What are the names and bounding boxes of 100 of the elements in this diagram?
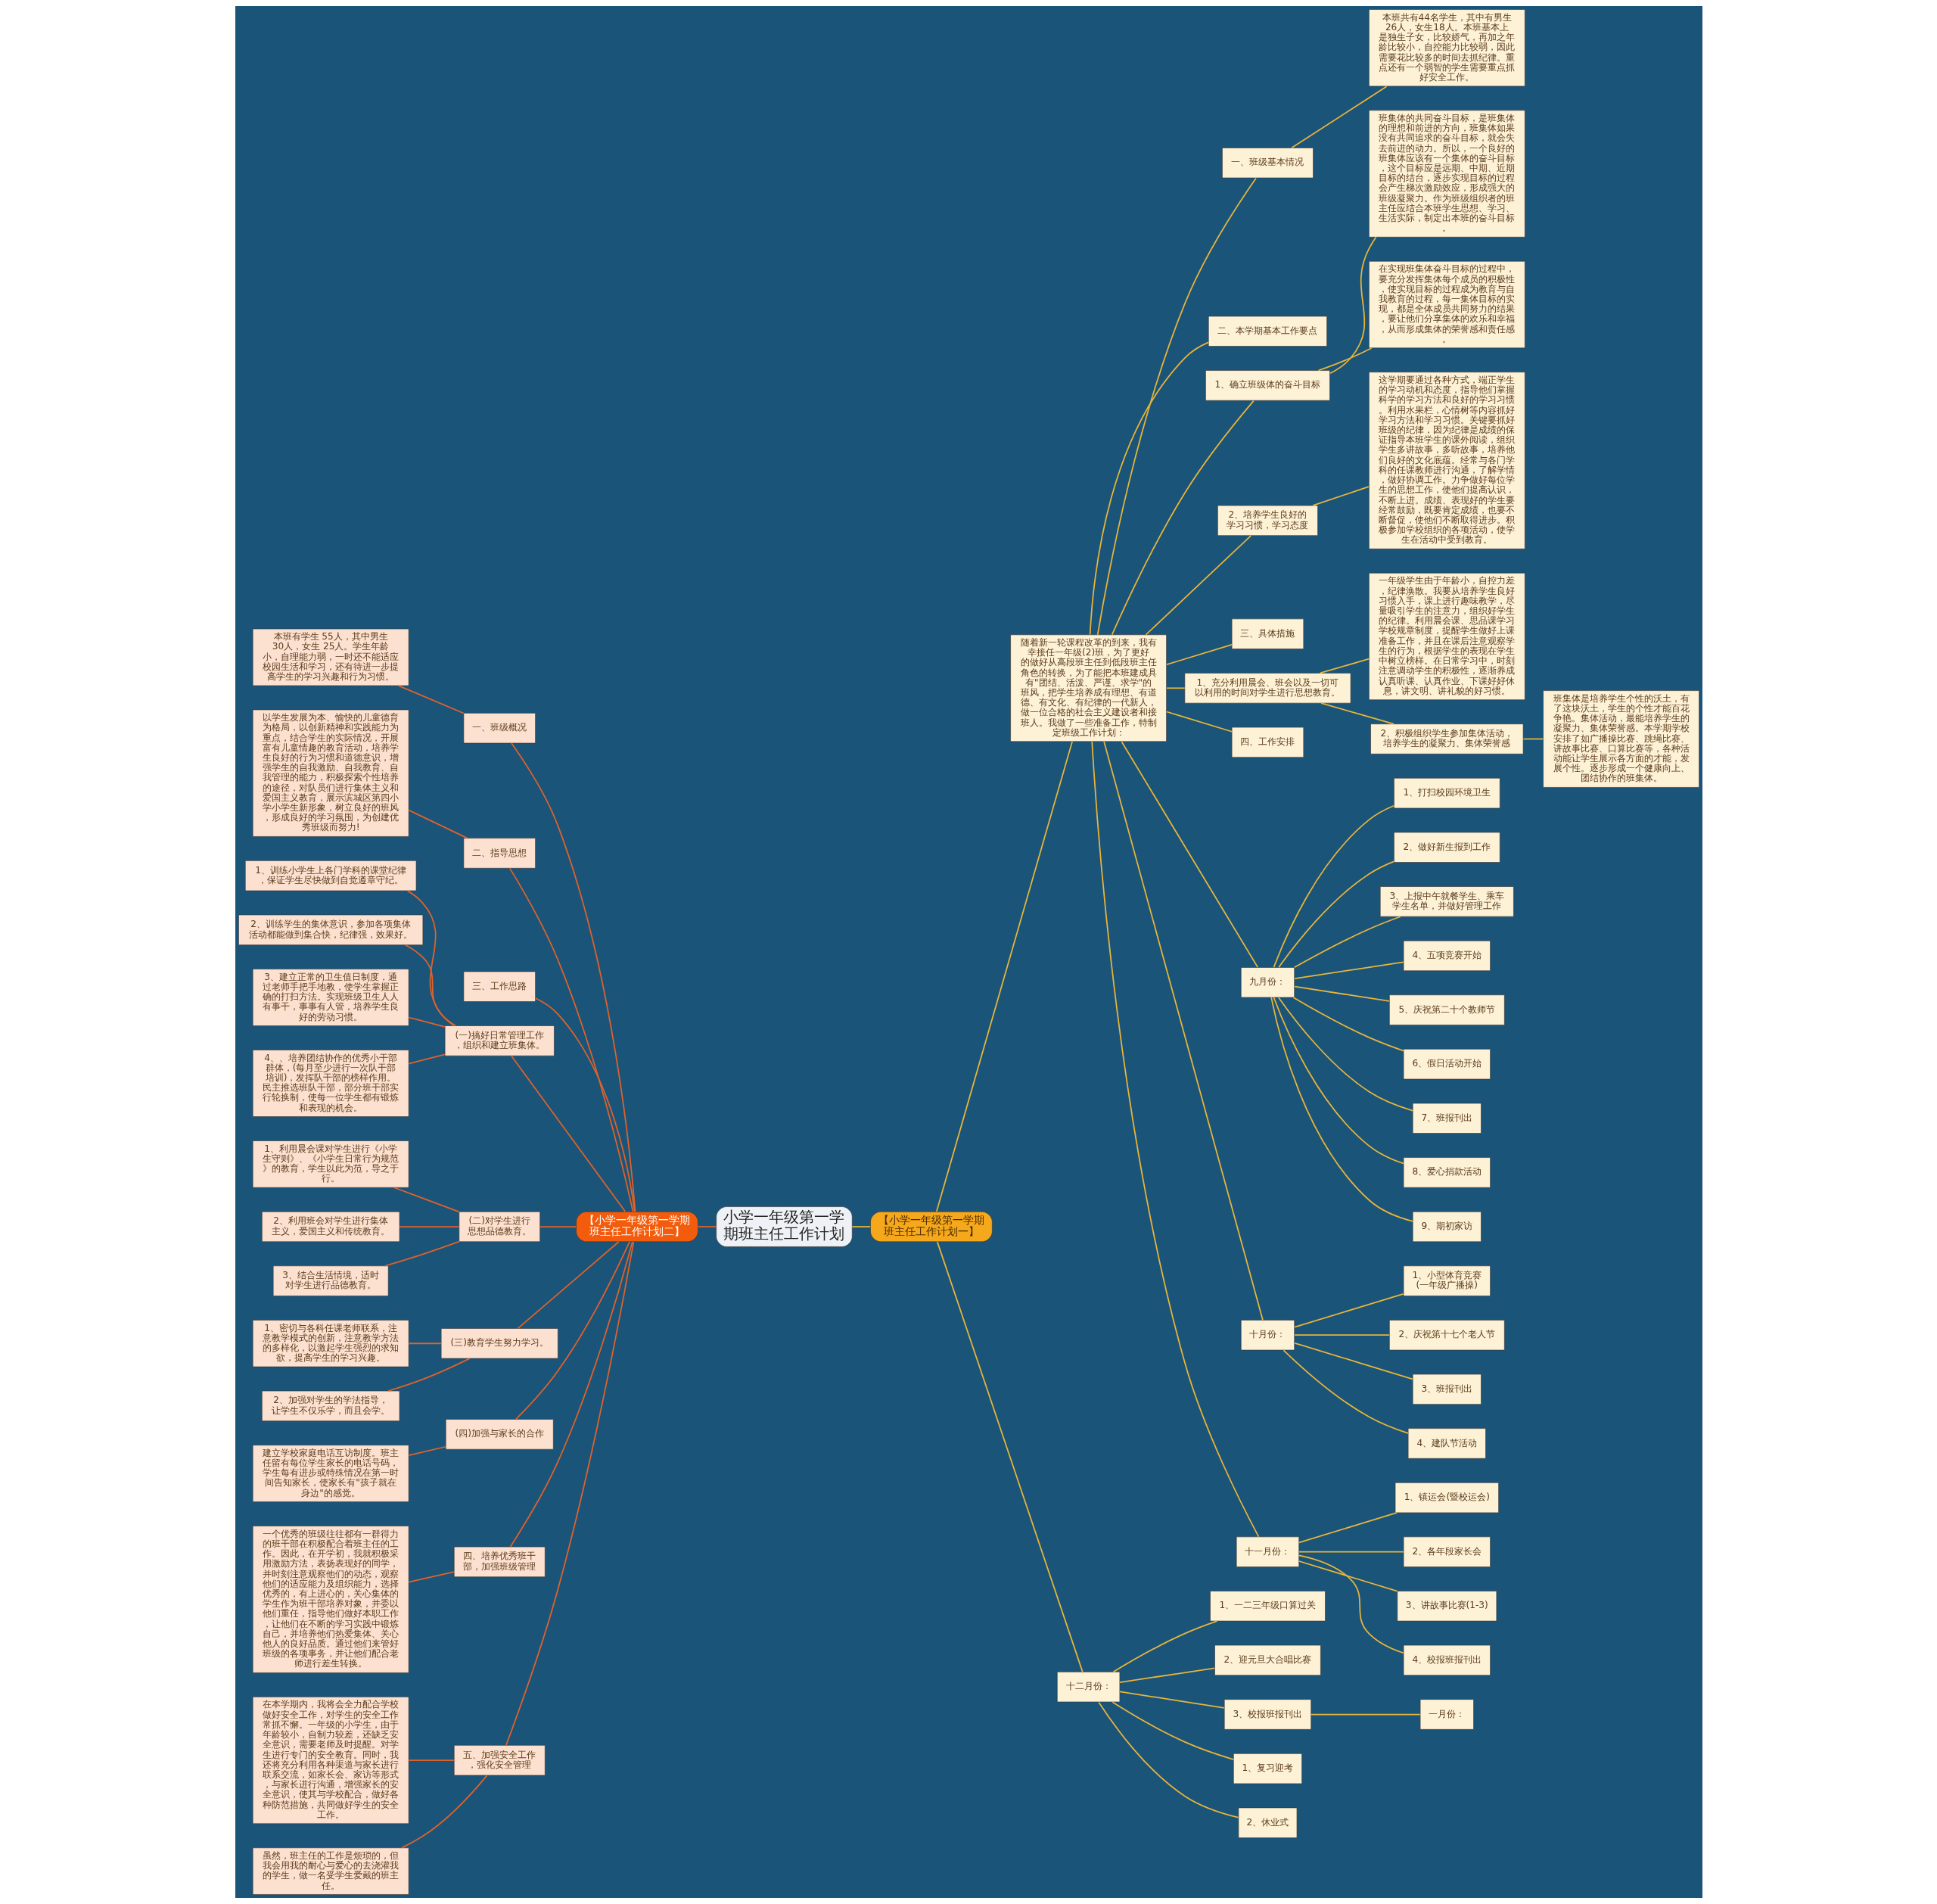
node-box: 三、具体措施 — [1231, 618, 1304, 649]
connector — [517, 1241, 619, 1330]
node-box: 1、一二三年级口算过关 — [1209, 1591, 1326, 1622]
connector — [1293, 916, 1401, 969]
node-box: (三)教育学生努力学习。 — [440, 1328, 558, 1359]
node-box: 4、校报班报刊出 — [1403, 1644, 1491, 1676]
node-box: 2、利用班会对学生进行集体主义，爱国主义和传统教育。 — [261, 1211, 400, 1243]
connector — [1293, 1342, 1413, 1380]
node-box: 在本学期内，我将会全力配合学校做好安全工作，对学生的安全工作常抓不懈。一年级的小学生，由于年龄较小，自制力较差，还缺乏安全意识，需要老师及时提醒。对学生进行专门的安全教育。同时，我还将充分利用各种渠道与家长进行联系交流，如家长会、家访等形式，与家长进行沟通，增强家长的安全意识，使其与学校配合，做好各种防范措施，共同做好学生的安全工作。 — [252, 1697, 409, 1825]
connector — [1319, 658, 1370, 674]
connector — [1118, 1691, 1225, 1709]
node-box: (一)搞好日常管理工作，组织和建立班集体。 — [444, 1025, 555, 1056]
node-box: 8、爱心捐款活动 — [1403, 1157, 1491, 1188]
node-box: 一个优秀的班级往往都有一群得力的班干部在积极配合着班主任的工作。因此，在开学初，我就积极采用激励方法，表扬表现好的同学，并时刻注意观察他们的动态，观察他们的适应能力及组织能力，选择优秀的，有上进心的，关心集体的学生作为班干部培养对象，并委以他们重任，指导他们做好本职工作，让他们在不断的学习实践中锻炼自己，并培养他们热爱集体、关心他人的良好品质。通过他们来管好班级的各项事务，并让他们配合老师进行差生转换。 — [252, 1526, 409, 1673]
connector — [1283, 1349, 1409, 1434]
node-box: 随着新一轮课程改革的到来，我有幸接任一年级(2)班，为了更好的做好从高段班主任到低段班主任角色的转换，为了能把本班建成具有"团结、活泼、严谨、求学"的班风，把学生培养成有理想、有道德、有文化、有纪律的一代新人，做一位合格的社会主义建设者和接班人。我做了一些准备工作，特制定班级工作计划： — [1009, 634, 1167, 742]
connector — [1293, 985, 1390, 1002]
connector — [407, 1445, 446, 1457]
node-box: 四、工作安排 — [1231, 726, 1304, 758]
node-box: 1、密切与各科任课老师联系，注意教学模式的创新，注意教学方法的多样化，以激起学生强烈的求知欲，提高学生的学习兴趣。 — [252, 1320, 409, 1367]
connector — [407, 809, 468, 839]
node-box: 班集体的共同奋斗目标，是班集体的理想和前进的方向，班集体如果没有共同追求的奋斗目标，就会失去前进的动力。所以，一个良好的班集体应该有一个集体的奋斗目标，这个目标应是远期、中期、近期目标的结台，逐步实现目标的过程会产生梯次激励效应，形成强大的班级凝聚力。作为班级组织者的班主任应结合本班学生思想、学习、生活实际，制定出本班的奋斗目标。 — [1368, 110, 1525, 238]
node-box: 6、假日活动开始 — [1403, 1049, 1491, 1080]
node-box: 班集体是培养学生个性的沃土，有了这块沃土，学生的个性才能百花争艳。集体活动，最能培养学生的凝聚力、集体荣誉感。本学期学校安排了如广播操比赛、跳绳比赛、讲故事比赛、口算比赛等，各种活动能让学生展示各方面的才能，发展个性。逐步形成一个健康向上、团结协作的班集体。 — [1542, 690, 1699, 788]
connector — [1312, 486, 1370, 506]
node-box: 一月份： — [1419, 1699, 1474, 1730]
connector — [407, 1053, 446, 1065]
node-box: 2、培养学生良好的学习习惯，学习态度 — [1217, 505, 1318, 537]
connector — [387, 1358, 471, 1392]
node-box: 四、培养优秀班干部，加强班级管理 — [453, 1546, 546, 1578]
node-box: 3、班报刊出 — [1412, 1374, 1482, 1405]
connector — [1277, 860, 1394, 969]
node-box: 1、打扫校园环境卫生 — [1393, 777, 1500, 809]
connector — [1096, 177, 1257, 636]
connector — [509, 1241, 633, 1548]
connector — [407, 1571, 455, 1583]
connector — [1121, 741, 1258, 968]
connector — [510, 1055, 626, 1212]
connector — [1293, 1293, 1404, 1328]
connector — [1317, 347, 1372, 372]
connector — [1097, 1701, 1239, 1818]
connector — [1165, 687, 1186, 689]
connector — [1118, 1667, 1215, 1683]
node-box: 3、上报中午就餐学生、乘车学生名单，并做好管理工作 — [1379, 886, 1514, 917]
connector — [935, 741, 1073, 1212]
node-box: 二、本学期基本工作要点 — [1208, 316, 1327, 347]
connector — [1090, 741, 1259, 1538]
node-box: 小学一年级第一学期班主任工作计划 — [715, 1206, 853, 1247]
connector — [1293, 961, 1404, 979]
connector — [1310, 1713, 1421, 1716]
node-box: 【小学一年级第一学期班主任工作计划一】 — [869, 1211, 993, 1243]
connector — [539, 1226, 577, 1227]
connector — [515, 1240, 630, 1420]
node-box: 一年级学生由于年龄小，自控力差，纪律涣散。我要从培养学生良好习惯入手，课上进行趣味教学，尽量吸引学生的注意力，组织好学生的纪律。利用晨会课、思品课学习学校规章制度，提醒学生做好上课准备工作，并且在课后注意观察学生的行为，根据学生的表现在学生中树立榜样。在日常学习中，时刻注意调动学生的积极性，逐渐养成认真听课、认真作业、下课好好休息，讲文明、讲礼貌的好习惯。 — [1368, 572, 1525, 701]
node-box: 一、班级概况 — [463, 713, 536, 744]
connector — [851, 1226, 871, 1227]
connector — [1290, 86, 1387, 149]
connector — [1277, 997, 1413, 1112]
node-box: 十二月份： — [1056, 1672, 1120, 1703]
node-box: 2、做好新生报到工作 — [1393, 832, 1500, 863]
connector — [1298, 1551, 1404, 1553]
connector — [393, 1187, 460, 1213]
connector — [1273, 804, 1394, 969]
node-box: 这学期要通过各种方式，端正学生的学习动机和态度，指导他们掌握科学的学习方法和良好的学习习惯。利用水果栏，心情树等内容抓好学习方法和学习习惯。关键要抓好班级的纪律，因为纪律是成绩的保证指导本班学生的课外阅读，组织学生多讲故事，多听故事，培养他们良好的文化底蕴。经常与各门学科的任课教师进行沟通，了解学情，做好协调工作。力争做好每位学生的思想工作，使他们提高认识，不断上进。成绩、表现好的学生要经常鼓励，既要肯定成绩，也要不断督促，使他们不断取得进步。积极参加学校组织的各项活动，使学生在活动中受到教育。 — [1368, 372, 1525, 549]
node-box: 一、班级基本情况 — [1221, 148, 1314, 179]
connector — [406, 890, 455, 1027]
connector — [936, 1241, 1084, 1672]
node-box: 1、充分利用晨会、班会以及一切可以利用的时间对学生进行思想教育。 — [1184, 673, 1351, 704]
node-box: 2、休业式 — [1238, 1807, 1297, 1838]
node-box: 1、训练小学生上各门学科的课堂纪律，保证学生尽快做到自觉遵章守纪。 — [244, 860, 416, 891]
connector — [508, 867, 633, 1212]
node-box: 2、加强对学生的学法指导，让学生不仅乐学，而且会学。 — [261, 1390, 400, 1422]
node-box: 在实现班集体奋斗目标的过程中，要充分发挥集体每个成员的积极性，使实现目标的过程成为教育与自我教育的过程，每一集体目标的实现，都是全体成员共同努力的结果，要让他们分享集体的欢乐和幸福，从而形成集体的荣誉感和责任感。 — [1368, 260, 1525, 349]
node-box: (二)对学生进行思想品德教育。 — [458, 1211, 540, 1243]
connector — [1111, 400, 1255, 636]
connector — [1273, 997, 1404, 1165]
node-box: 九月份： — [1240, 967, 1295, 998]
node-box: 2、积极组织学生参加集体活动，培养学生的凝聚力、集体荣誉感 — [1370, 723, 1523, 754]
connector — [384, 1240, 460, 1267]
node-box: 虽然，班主任的工作是烦琐的，但我会用我的耐心与爱心的去浇灌我的学生，做一名受学生爱戴的班主任。 — [252, 1847, 409, 1895]
connector — [1292, 997, 1404, 1052]
node-box: 本班有学生 55人，其中男生 30人，女生 25人。学生年龄小，自理能力弱，一时还不能适应校园生活和学习，还有待进一步提高学生的学习兴趣和行为习惯。 — [252, 628, 409, 686]
connector — [398, 1226, 460, 1227]
node-box: (四)加强与家长的合作 — [445, 1419, 554, 1450]
connector — [1298, 1512, 1398, 1544]
node-box: 十一月份： — [1236, 1536, 1299, 1567]
connector — [397, 685, 465, 714]
node-box: 5、庆祝第二十个教师节 — [1388, 994, 1505, 1025]
node-box: 2、庆祝第十七个老人节 — [1388, 1320, 1505, 1351]
node-box: 4、、培养团结协作的优秀小干部群体，(每月至少进行一次队干部培训)，发挥队干部的榜样作用。民主推选班队干部，部分班干部实行轮换制，使每一位学生都有锻炼和表现的机会。 — [252, 1050, 409, 1117]
node-box: 三、工作思路 — [463, 971, 536, 1002]
connector — [505, 1241, 634, 1746]
node-box: 2、各年段家长会 — [1403, 1536, 1491, 1567]
connector — [1112, 1701, 1234, 1760]
connector — [407, 1759, 455, 1761]
connector — [1293, 1334, 1390, 1336]
connector — [1102, 741, 1264, 1321]
node-box: 二、指导思想 — [463, 838, 536, 869]
connector — [1112, 1620, 1217, 1673]
node-box: 2、训练学生的集体意识，参加各项集体活动都能做到集合快，纪律强，效果好。 — [238, 914, 423, 945]
